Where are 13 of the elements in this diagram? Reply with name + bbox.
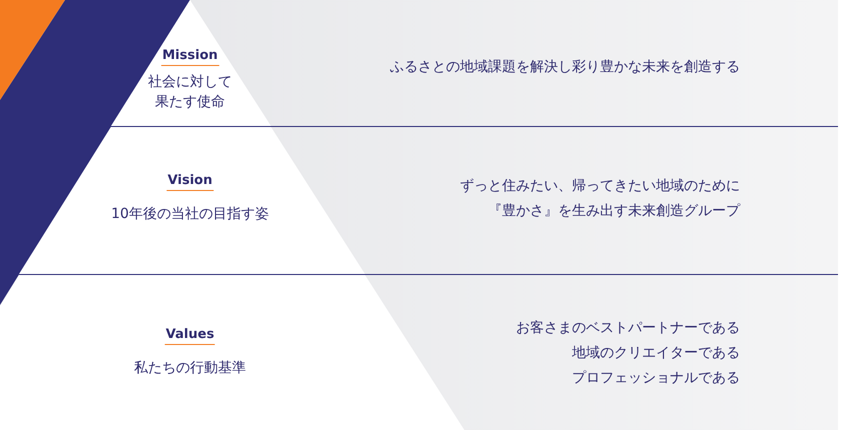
pyramid-tier [0,275,465,430]
statement-text: ふるさとの地域課題を解決し彩り豊かな未来を創造する [390,58,740,77]
tier-heading: Values [164,327,216,345]
tier-subtitle: 10年後の当社の目指す姿 [110,205,270,224]
statement-text: お客さまのベストパートナーである [516,319,740,338]
tier-subtitle: 私たちの行動基準 [133,359,247,378]
pyramid-tier [111,0,271,126]
statement-text: プロフェッショナルである [572,369,740,388]
tier-subtitle: 社会に対して果たす使命 [147,73,233,112]
tier-heading: Vision [166,173,214,191]
tier-heading: Mission [161,48,219,66]
statement-text: 地域のクリエイターである [572,344,740,363]
statement-text: ずっと住みたい、帰ってきたい地域のために『豊かさ』を生み出す未来創造グループ [459,177,740,221]
